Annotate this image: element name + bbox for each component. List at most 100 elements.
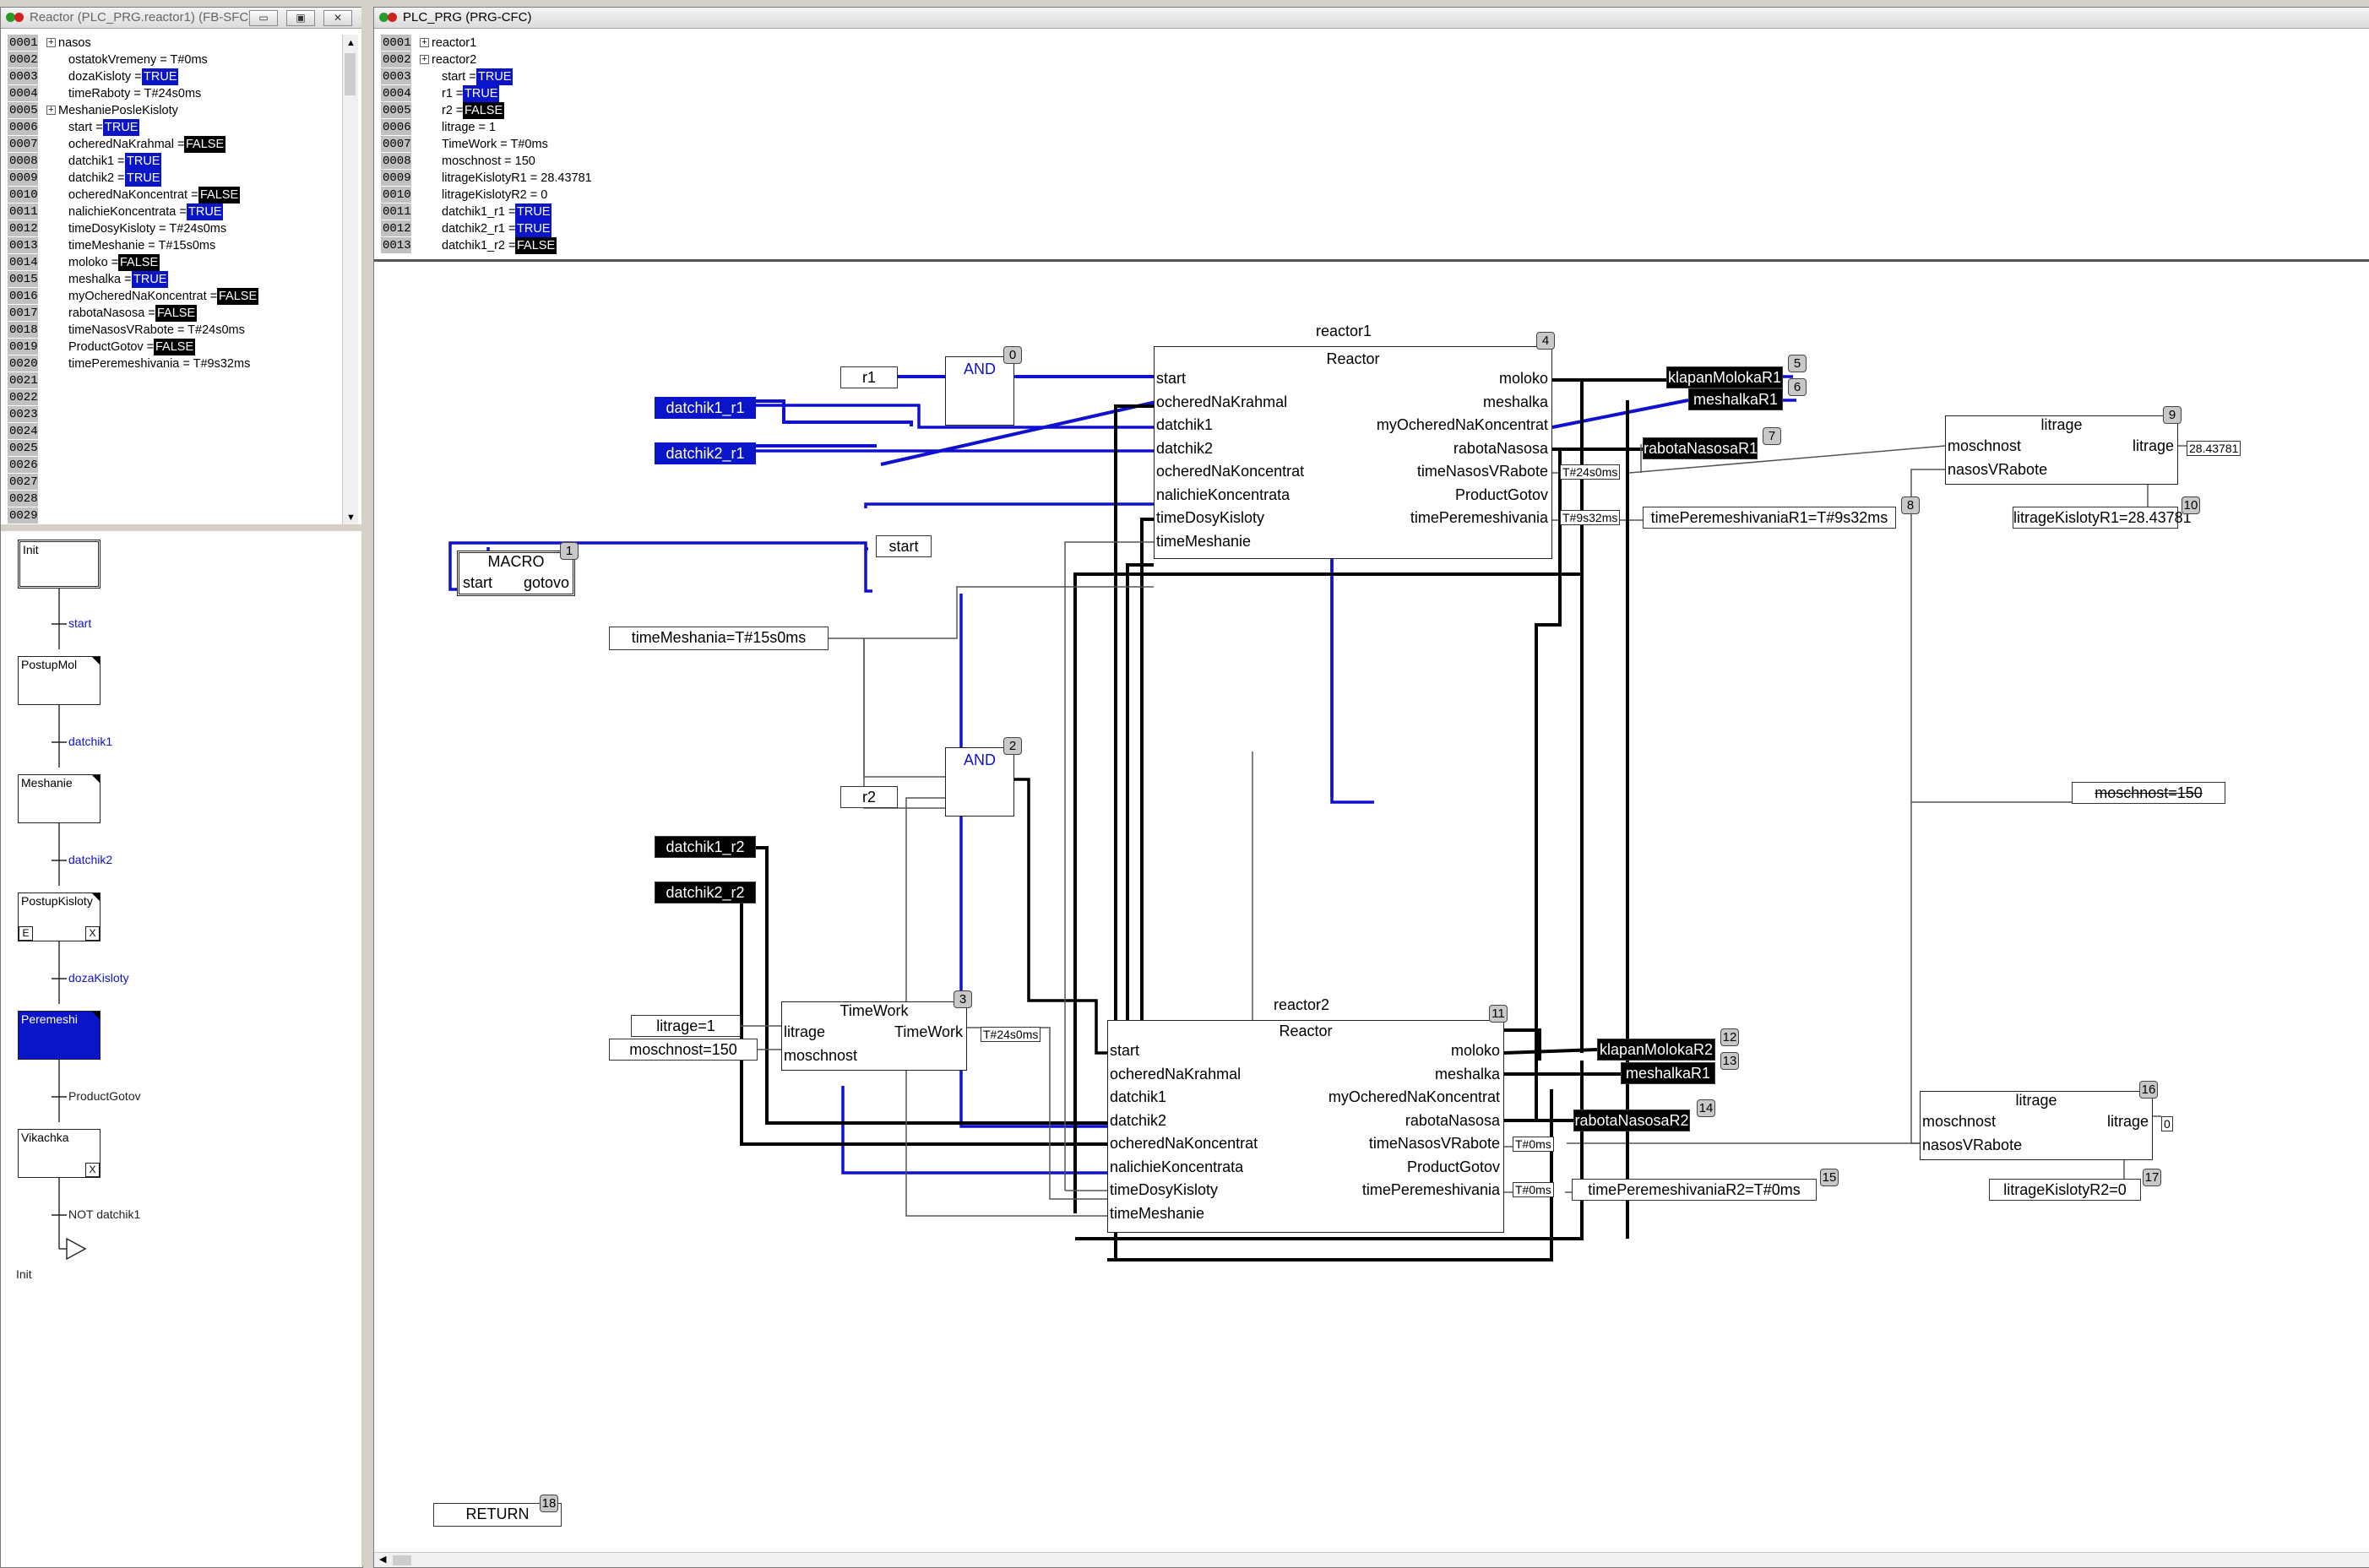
output-rabotanasosar2[interactable]: rabotaNasosaR2 (1573, 1110, 1690, 1131)
variable-value[interactable]: FALSE (198, 187, 241, 203)
variable-value[interactable]: TRUE (125, 153, 162, 170)
variable-value[interactable]: TRUE (476, 68, 513, 85)
expand-icon[interactable]: + (420, 38, 429, 47)
timework-block[interactable]: TimeWork litrage moschnost TimeWork (781, 1001, 967, 1071)
variable-value[interactable]: TRUE (187, 203, 224, 220)
input-start[interactable]: start (876, 535, 932, 557)
sfc-step-peremeshi-active[interactable]: Peremeshi (18, 1011, 101, 1060)
scroll-thumb[interactable] (345, 53, 356, 95)
line-number: 0007 (8, 136, 38, 152)
exit-action-box[interactable]: X (85, 926, 100, 941)
variable-value[interactable]: FALSE (118, 254, 160, 271)
block-type: Reactor (1279, 1023, 1333, 1039)
line-number: 0013 (381, 237, 411, 253)
pin-datchik1: datchik1 (1156, 416, 1214, 433)
expand-icon[interactable]: + (46, 38, 56, 47)
variable-value[interactable]: TRUE (125, 170, 162, 187)
sfc-step-init[interactable]: Init (18, 540, 101, 589)
litrage-block-2[interactable]: litrage moschnost nasosVRabote litrage (1920, 1091, 2153, 1160)
transition-start[interactable]: start (68, 616, 92, 630)
input-datchik2-r2[interactable]: datchik2_r2 (655, 882, 756, 903)
and-block-1[interactable]: AND (945, 356, 1014, 426)
variable-value[interactable]: TRUE (142, 68, 179, 85)
maximize-button[interactable]: ▣ (286, 10, 315, 26)
pin-productgotov: ProductGotov (1454, 486, 1548, 503)
variable-value[interactable]: TRUE (515, 203, 552, 220)
scroll-thumb[interactable] (393, 1555, 411, 1565)
and-block-2[interactable]: AND (945, 747, 1014, 817)
transition-dozakisloty[interactable]: dozaKisloty (68, 971, 129, 985)
output-litragekislotyr1[interactable]: litrageKislotyR1=28.43781 (2013, 507, 2192, 529)
output-rabotanasosar1[interactable]: rabotaNasosaR1 (1643, 437, 1758, 459)
line-number: 0018 (8, 322, 38, 338)
variable-value[interactable]: TRUE (132, 271, 169, 288)
horizontal-scrollbar[interactable]: ◀ (374, 1552, 2369, 1567)
sfc-titlebar[interactable]: Reactor (PLC_PRG.reactor1) (FB-SFC) ▭ ▣ … (1, 8, 362, 29)
variable-value[interactable]: TRUE (463, 85, 500, 102)
transition-not-datchik1[interactable]: NOT datchik1 (68, 1207, 141, 1221)
variable-value[interactable]: FALSE (515, 237, 557, 254)
minimize-button[interactable]: ▭ (249, 10, 278, 26)
transition-datchik2[interactable]: datchik2 (68, 853, 113, 866)
input-datchik1-r1[interactable]: datchik1_r1 (655, 397, 756, 419)
output-litragekislotyr2[interactable]: litrageKislotyR2=0 (1989, 1179, 2141, 1201)
vertical-scrollbar[interactable]: ▲ ▼ (342, 35, 358, 524)
input-timemeshania[interactable]: timeMeshania=T#15s0ms (609, 627, 829, 650)
block-number: 10 (2182, 496, 2200, 514)
input-r1[interactable]: r1 (840, 366, 898, 388)
pane-divider[interactable] (374, 259, 2369, 262)
line-number: 0005 (381, 102, 411, 118)
litrage-block-1[interactable]: litrage moschnost nasosVRabote litrage (1945, 415, 2178, 485)
cfc-titlebar[interactable]: PLC_PRG (PRG-CFC) (374, 8, 2369, 29)
input-litrage[interactable]: litrage=1 (631, 1015, 741, 1037)
line-number: 0020 (8, 355, 38, 372)
sfc-step-meshanie[interactable]: Meshanie (18, 774, 101, 823)
variable-value[interactable]: TRUE (515, 220, 552, 237)
scroll-down-icon[interactable]: ▼ (346, 513, 356, 523)
input-moschnost-right[interactable]: moschnost=150 (2072, 782, 2225, 804)
scroll-up-icon[interactable]: ▲ (346, 38, 356, 48)
output-meshalkar1-b[interactable]: meshalkaR1 (1621, 1062, 1715, 1084)
sfc-step-postupmol[interactable]: PostupMol (18, 656, 101, 705)
transition-datchik1[interactable]: datchik1 (68, 735, 113, 748)
input-datchik1-r2[interactable]: datchik1_r2 (655, 836, 756, 858)
close-button[interactable]: ✕ (323, 10, 352, 26)
output-timeperemeshivaniar1[interactable]: timePeremeshivaniaR1=T#9s32ms (1643, 507, 1896, 529)
exit-action-box[interactable]: X (85, 1163, 100, 1177)
pane-splitter[interactable] (1, 524, 362, 531)
line-number: 0011 (8, 203, 38, 220)
output-klapanmolokar2[interactable]: klapanMolokaR2 (1597, 1039, 1715, 1061)
variable-value[interactable]: TRUE (103, 119, 140, 136)
output-klapanmolokar1[interactable]: klapanMolokaR1 (1666, 366, 1783, 388)
litrage-value: 0 (2161, 1116, 2173, 1131)
litrage-value: 28.43781 (2187, 441, 2241, 456)
input-r2[interactable]: r2 (840, 786, 898, 808)
variable-value[interactable]: FALSE (154, 339, 196, 355)
expand-icon[interactable]: + (420, 55, 429, 64)
macro-block[interactable]: MACRO start gotovo (457, 551, 575, 596)
entry-action-box[interactable]: E (19, 926, 33, 941)
line-number: 0022 (8, 389, 38, 405)
variable-value[interactable]: FALSE (463, 102, 505, 119)
input-moschnost[interactable]: moschnost=150 (609, 1039, 758, 1061)
variable-value[interactable]: FALSE (184, 136, 226, 153)
window-splitter[interactable] (361, 0, 373, 1566)
output-timeperemeshivaniar2[interactable]: timePeremeshivaniaR2=T#0ms (1572, 1179, 1817, 1201)
pin-start: start (1110, 1042, 1140, 1059)
input-datchik2-r1[interactable]: datchik2_r1 (655, 442, 756, 464)
variable-value[interactable]: FALSE (217, 288, 259, 305)
expand-icon[interactable]: + (46, 106, 56, 115)
output-meshalkar1[interactable]: meshalkaR1 (1688, 388, 1783, 410)
transition-productgotov[interactable]: ProductGotov (68, 1089, 141, 1103)
variable-value[interactable]: FALSE (155, 305, 198, 322)
line-number: 0004 (8, 85, 38, 101)
pin-litrage: litrage (2132, 437, 2174, 454)
scroll-left-icon[interactable]: ◀ (379, 1554, 387, 1565)
variable-text: timeMeshanie = T#15s0ms (68, 239, 216, 252)
block-number: 1 (560, 542, 579, 560)
block-number: 14 (1697, 1099, 1715, 1117)
